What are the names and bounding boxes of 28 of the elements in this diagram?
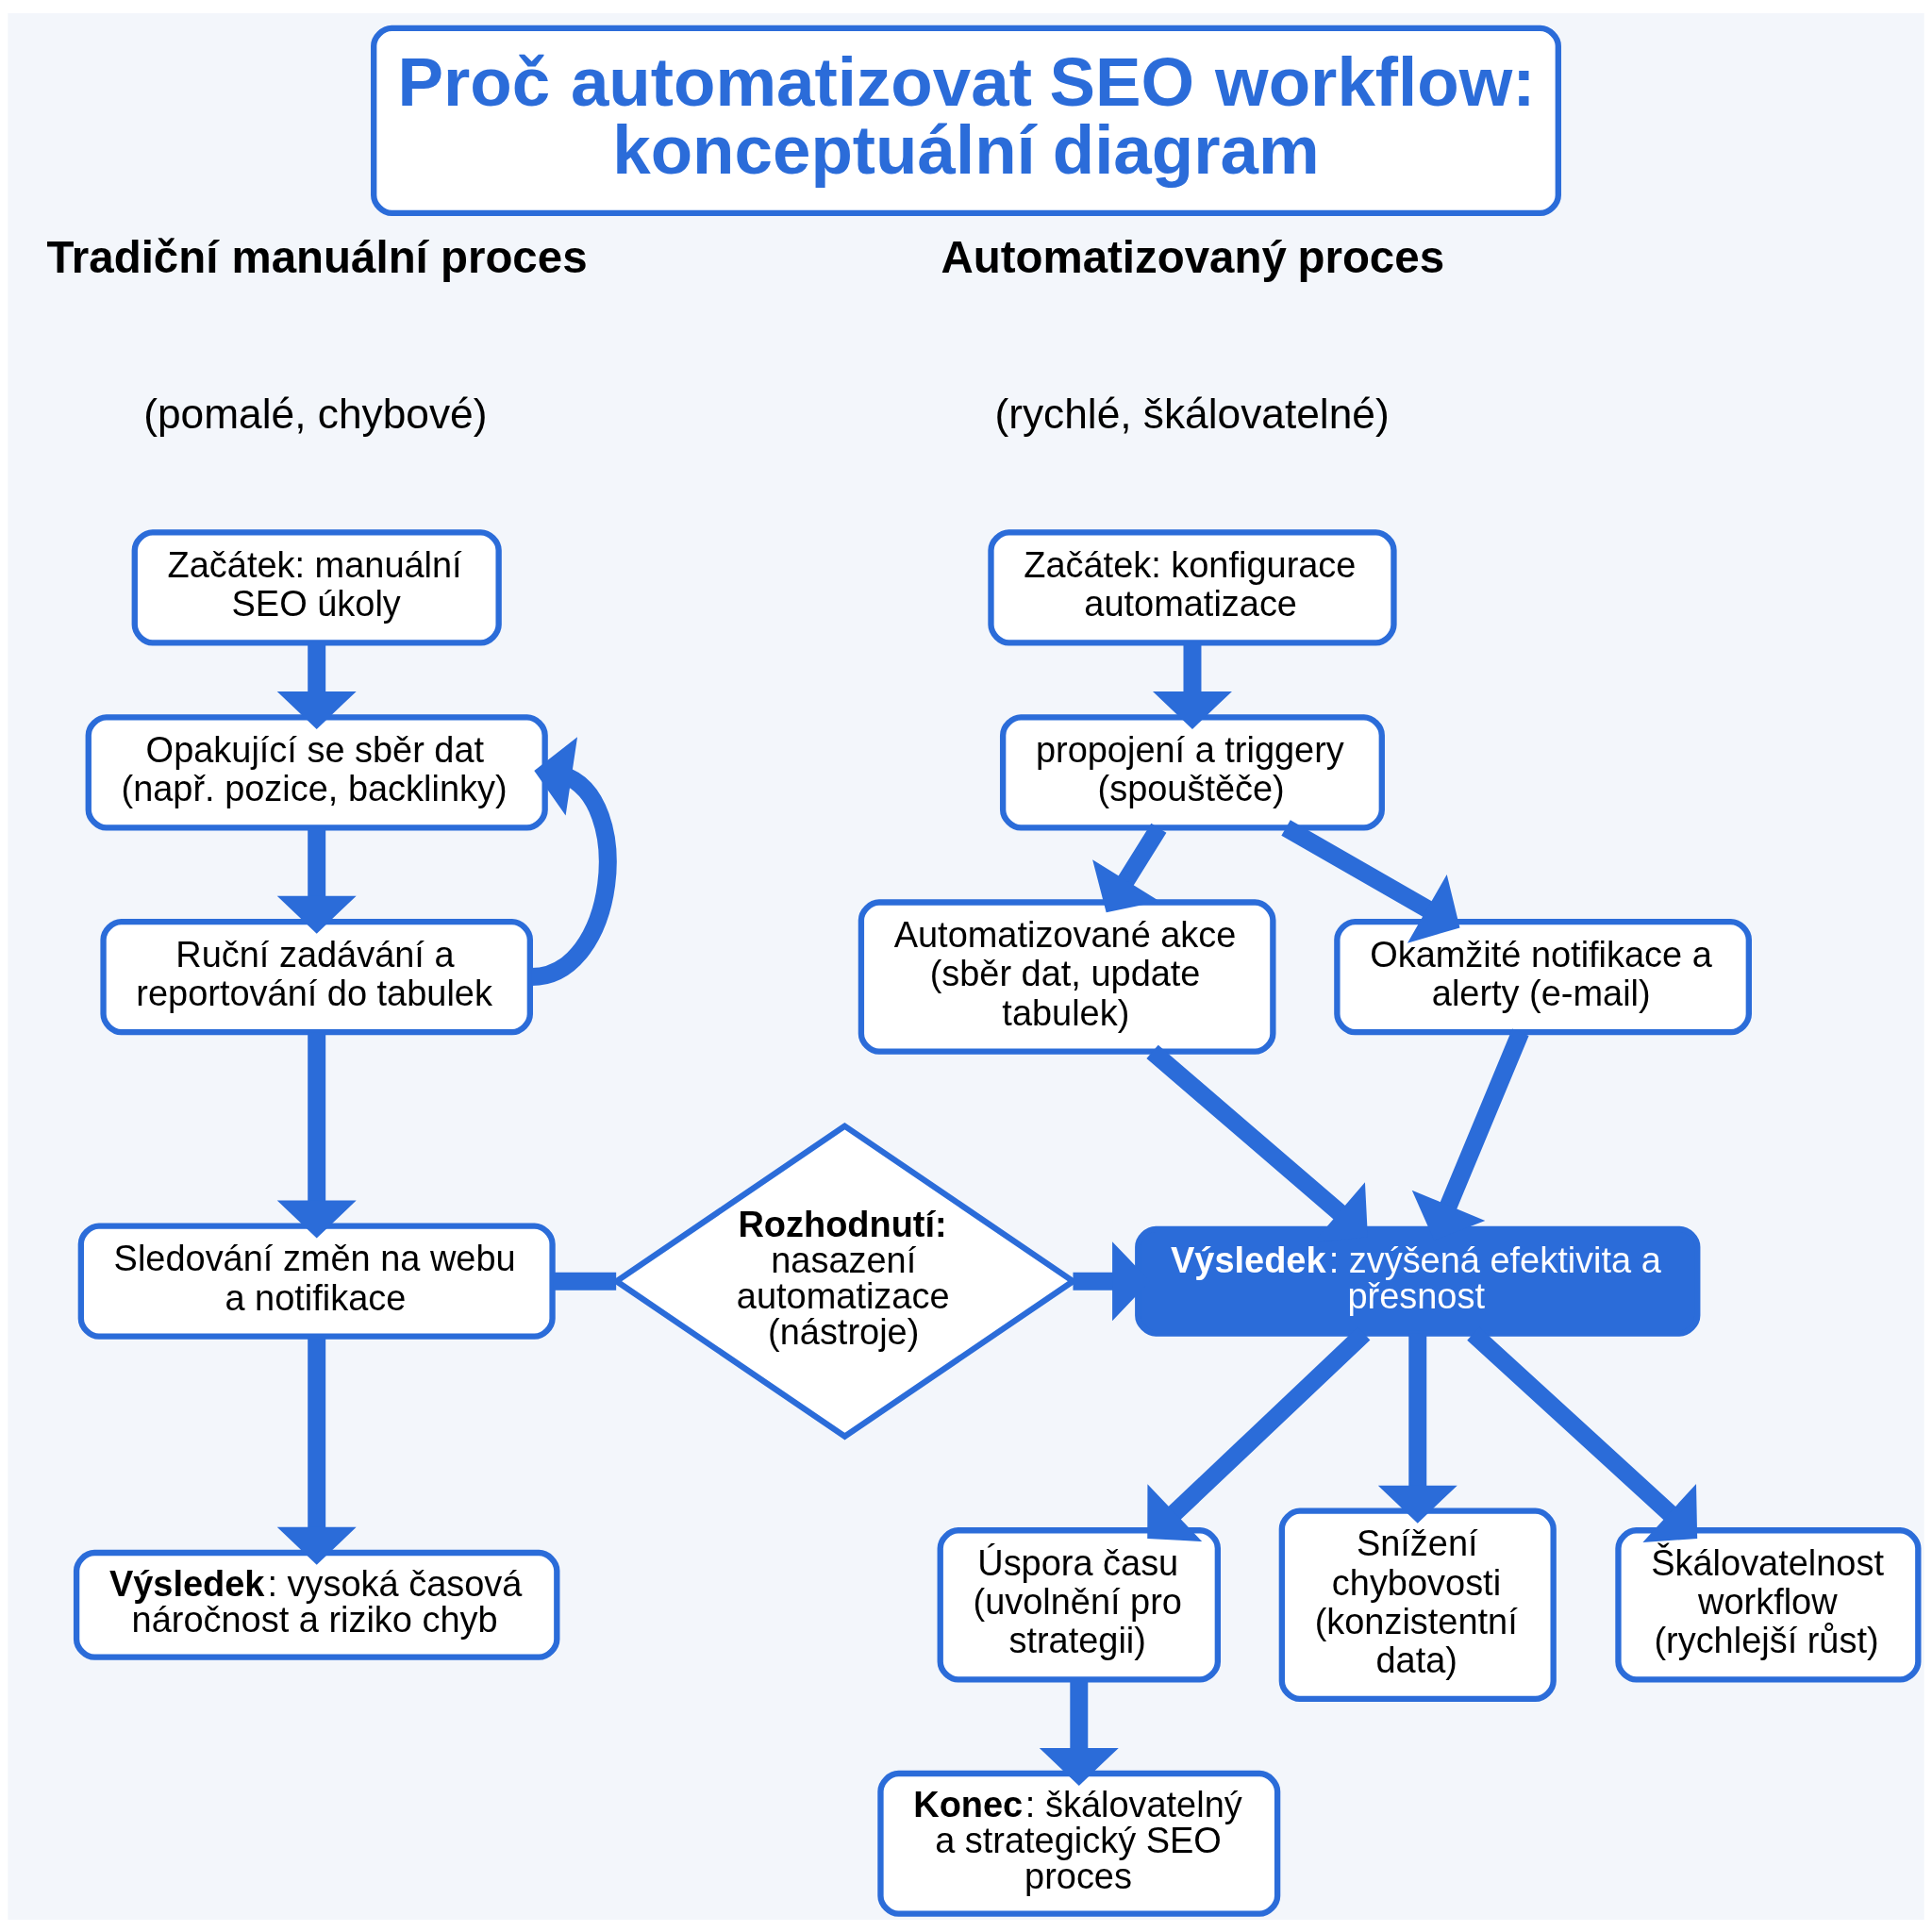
node-box: Výsledek: vysoká časová náročnost a riziko chyb	[73, 1549, 560, 1660]
arrow	[1281, 819, 1460, 943]
node-box: Začátek: manuální SEO úkoly	[131, 528, 502, 645]
arrow	[1092, 823, 1167, 912]
node-box: Výsledek: zvýšená efektivita a přesnost	[1135, 1225, 1701, 1337]
node-box: Ruční zadávání a reportování do tabulek	[100, 918, 533, 1035]
label: (rychlé, škálovatelné)	[994, 390, 1390, 437]
node-box: Začátek: konfigurace automatizace	[988, 528, 1397, 645]
node-box: Škálovatelnost workflow (rychlejší růst)	[1615, 1526, 1922, 1683]
node-box: propojení a triggery (spouštěče)	[999, 713, 1385, 831]
node-box: Okamžité notifikace a alerty (e-mail)	[1334, 918, 1752, 1035]
diagram-title: Proč automatizovat SEO workflow: konceptuální diagram	[397, 42, 1536, 188]
node-box: Úspora času (uvolnění pro strategii)	[937, 1526, 1222, 1683]
arrow	[1153, 642, 1232, 729]
arrow	[1039, 1679, 1119, 1786]
arrow	[276, 1336, 357, 1565]
node-box: Opakující se sběr dat (např. pozice, backlinky)	[85, 713, 548, 831]
node-box: Konec: škálovatelný a strategický SEO proces	[877, 1770, 1281, 1917]
label: Automatizovaný proces	[941, 231, 1445, 282]
arrow	[1377, 1333, 1457, 1524]
label: Tradiční manuální proces	[46, 231, 588, 282]
arrow	[276, 827, 357, 934]
node-box: Snížení chybovosti (konzistentní data)	[1278, 1507, 1557, 1702]
label: (pomalé, chybové)	[143, 390, 488, 437]
arrow	[276, 642, 357, 729]
node-box: Automatizované akce (sběr dat, update tabulek)	[858, 898, 1276, 1055]
node-box: Sledování změn na webu a notifikace	[77, 1223, 556, 1340]
connector	[553, 1272, 617, 1291]
